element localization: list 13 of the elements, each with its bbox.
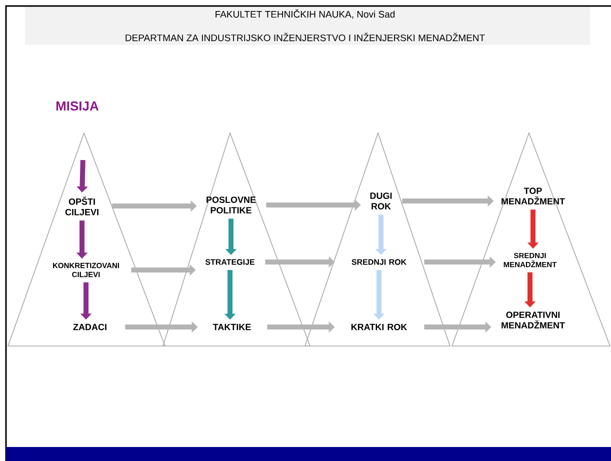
level-label: POSLOVNE POLITIKE [206,196,256,214]
level-label: TOP MENADŽMENT [502,188,565,204]
header-text: FAKULTET TEHNIČKIH NAUKA, Novi Sad [216,9,395,19]
title: MISIJA [56,101,99,111]
level-label: OPERATIVNI MENADŽMENT [502,312,565,328]
level-label: ZADACI [73,324,106,330]
level-label: SREDNJI ROK [352,259,406,265]
level-label: DUGI ROK [370,192,392,210]
header-text: DEPARTMAN ZA INDUSTRIJSKO INŽENJERSTVO I INŽENJERSKI MENADŽMENT [126,32,485,42]
level-label: TAKTIKE [212,324,251,330]
level-label: STRATEGIJE [205,259,254,265]
level-label: OPŠTI CILJEVI [65,196,98,216]
level-label: KRATKI ROK [351,324,408,330]
